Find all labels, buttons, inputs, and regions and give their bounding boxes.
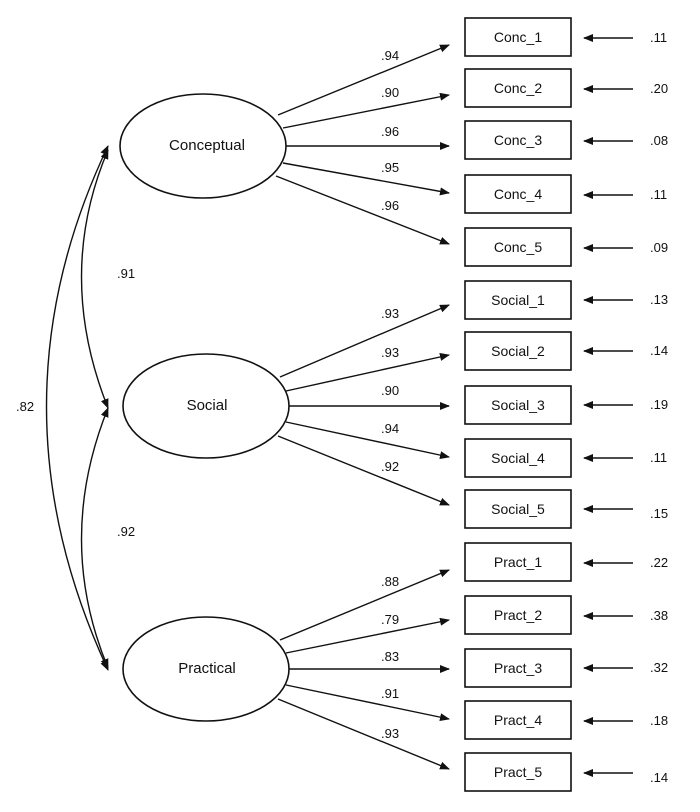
indicator-label: Pract_3 <box>494 660 542 676</box>
factor-ellipse <box>119 93 287 199</box>
indicator-box <box>464 174 572 214</box>
loading-label: .90 <box>381 85 399 100</box>
error-label: .20 <box>650 81 668 96</box>
error-label: .11 <box>650 187 667 202</box>
indicator-label: Conc_1 <box>494 29 542 45</box>
loading-arrow <box>275 175 450 245</box>
factor-ellipse <box>122 616 290 722</box>
indicator-label: Social_4 <box>491 450 545 466</box>
error-label: .11 <box>650 30 667 45</box>
loading-label: .92 <box>381 459 399 474</box>
loading-label: .94 <box>381 421 399 436</box>
factor-ellipse <box>122 353 290 459</box>
error-label: .13 <box>650 292 668 307</box>
loading-label: .96 <box>381 198 399 213</box>
error-label: .19 <box>650 397 668 412</box>
indicator-box <box>464 280 572 320</box>
loading-arrow <box>282 162 450 196</box>
factor-label: Social <box>187 397 228 414</box>
loading-arrow <box>277 698 450 770</box>
error-label: .11 <box>650 450 667 465</box>
loading-label: .93 <box>381 726 399 741</box>
error-label: .32 <box>650 660 668 675</box>
indicator-box <box>464 700 572 740</box>
error-label: .15 <box>650 506 668 521</box>
loading-label: .90 <box>381 383 399 398</box>
error-label: .09 <box>650 240 668 255</box>
indicator-box <box>464 438 572 478</box>
loading-arrow <box>285 684 450 722</box>
indicator-box <box>464 648 572 688</box>
indicator-box <box>464 17 572 57</box>
loading-label: .93 <box>381 306 399 321</box>
factor-group-social: Social .93 .93 .90 .94 .92 Social_1 Soci… <box>122 280 668 529</box>
indicator-box <box>464 385 572 425</box>
indicator-box <box>464 752 572 792</box>
factor-label: Practical <box>178 660 236 677</box>
factor-group-practical: Practical .88 .79 .83 .91 .93 Pract_1 Pr… <box>122 542 668 792</box>
correlation-curve-conceptual-practical <box>45 145 109 671</box>
indicator-label: Social_1 <box>491 292 545 308</box>
indicator-box <box>464 542 572 582</box>
loading-label: .96 <box>381 124 399 139</box>
correlation-label-conceptual-social: .91 <box>117 266 135 281</box>
loading-arrow <box>285 353 450 392</box>
indicator-label: Pract_4 <box>494 712 542 728</box>
indicator-box <box>464 227 572 267</box>
factor-group-conceptual: Conceptual .94 .90 .96 .95 .96 Conc_1 Co… <box>119 17 668 267</box>
indicator-label: Conc_5 <box>494 239 542 255</box>
loading-arrow <box>279 304 450 378</box>
indicator-label: Pract_5 <box>494 764 542 780</box>
correlation-label-conceptual-practical: .82 <box>16 399 34 414</box>
loading-label: .88 <box>381 574 399 589</box>
indicator-box <box>464 595 572 635</box>
loading-arrow <box>282 92 450 129</box>
indicator-box <box>464 120 572 160</box>
indicator-label: Social_2 <box>491 343 545 359</box>
loading-arrow <box>279 569 450 641</box>
loading-label: .95 <box>381 160 399 175</box>
error-label: .14 <box>650 770 668 785</box>
error-label: .14 <box>650 343 668 358</box>
correlation-label-social-practical: .92 <box>117 524 135 539</box>
error-label: .38 <box>650 608 668 623</box>
indicator-label: Conc_2 <box>494 80 542 96</box>
indicator-box <box>464 331 572 371</box>
factor-label: Conceptual <box>169 137 245 154</box>
loading-label: .91 <box>381 686 399 701</box>
error-label: .22 <box>650 555 668 570</box>
indicator-label: Social_3 <box>491 397 545 413</box>
loading-label: .93 <box>381 345 399 360</box>
indicator-box <box>464 68 572 108</box>
indicator-label: Social_5 <box>491 501 545 517</box>
loading-arrow <box>277 44 450 116</box>
correlation-curve-social-practical <box>80 407 109 669</box>
indicator-label: Pract_2 <box>494 607 542 623</box>
indicator-box <box>464 489 572 529</box>
loading-arrow <box>277 435 450 506</box>
correlation-curve-conceptual-social <box>80 149 109 409</box>
loading-arrow <box>285 617 450 654</box>
indicator-label: Pract_1 <box>494 554 542 570</box>
loading-arrow <box>285 421 450 460</box>
loading-label: .94 <box>381 48 399 63</box>
loading-label: .79 <box>381 612 399 627</box>
error-label: .18 <box>650 713 668 728</box>
loading-label: .83 <box>381 649 399 664</box>
indicator-label: Conc_3 <box>494 132 542 148</box>
error-label: .08 <box>650 133 668 148</box>
indicator-label: Conc_4 <box>494 186 542 202</box>
